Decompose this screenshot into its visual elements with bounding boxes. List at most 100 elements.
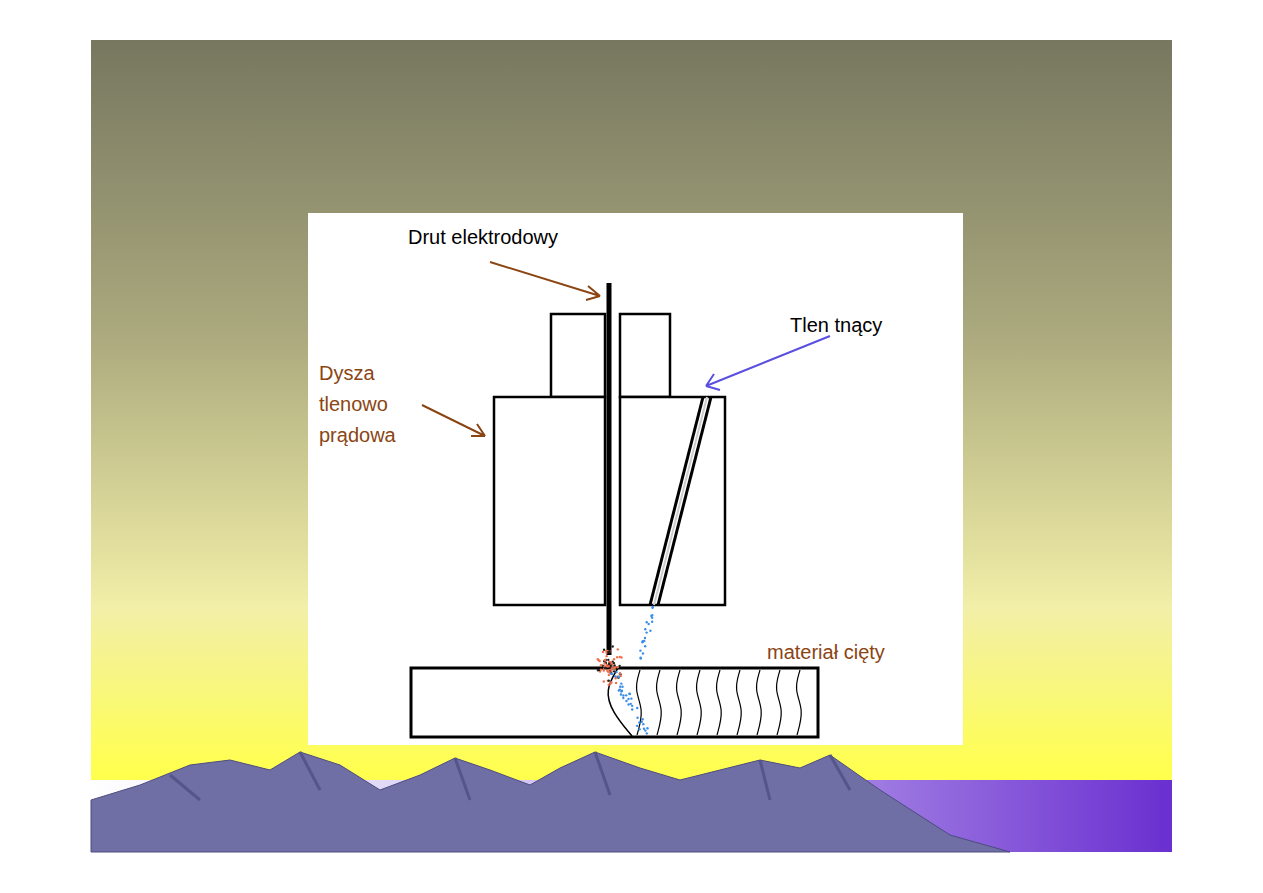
leader-arrows (422, 262, 830, 436)
part-label: materiał cięty (767, 640, 885, 664)
oxygen-spark (630, 697, 632, 699)
arc-spark (600, 668, 602, 670)
part-label: Tlen tnący (790, 313, 882, 337)
arc-spark (604, 667, 606, 669)
oxygen-spark (627, 698, 629, 700)
arc-spark (611, 667, 613, 669)
arc-spark (613, 667, 615, 669)
arc-spark (616, 656, 618, 658)
oxygen-spark (618, 689, 620, 691)
oxygen-spark (639, 657, 641, 659)
oxygen-spark (622, 694, 624, 696)
arc-spark (610, 681, 612, 683)
oxygen-channel (654, 397, 707, 605)
mountains (91, 752, 1010, 852)
electrode-wire (607, 283, 612, 655)
arc-spark (608, 680, 610, 682)
arc-spark (614, 666, 616, 668)
oxygen-spark (627, 703, 629, 705)
arc-spark (619, 656, 621, 658)
oxygen-spark (622, 697, 624, 699)
part-label: Dysza tlenowo prądowa (319, 358, 415, 451)
arc-spark (617, 677, 619, 679)
gradient-ground (91, 40, 1172, 852)
kerf-front (608, 668, 632, 736)
arc-spark (612, 645, 614, 647)
oxygen-spark (636, 707, 638, 709)
arc-spark (603, 680, 605, 682)
nozzle-body-right (620, 397, 725, 605)
oxygen-spark (625, 694, 627, 696)
oxygen-spark (630, 703, 632, 705)
arc-spark (604, 659, 606, 661)
arc-spark (604, 659, 606, 661)
oxygen-spark (640, 657, 642, 659)
oxygen-spark (644, 729, 646, 731)
oxygen-spark (638, 721, 640, 723)
oxygen-channel-wall (650, 397, 703, 605)
arc-spark (609, 650, 611, 652)
arc-spark (610, 665, 612, 667)
oxygen-spark (641, 641, 643, 643)
arc-sparks (597, 606, 654, 735)
oxygen-spark (631, 705, 633, 707)
arc-spark (619, 672, 621, 674)
arc-spark (610, 670, 612, 672)
arc-spark (619, 672, 621, 674)
kerf-line (777, 670, 782, 735)
arc-spark (605, 655, 607, 657)
oxygen-spark (619, 689, 621, 691)
kerf-line (677, 670, 682, 735)
oxygen-spark (651, 607, 653, 609)
kerf-line (697, 670, 702, 735)
oxygen-spark (651, 617, 653, 619)
arc-spark (597, 669, 599, 671)
oxygen-spark (644, 637, 646, 639)
arc-spark (618, 665, 620, 667)
leader-arrow (490, 262, 600, 300)
diagram-panel (308, 213, 963, 745)
arc-spark (613, 664, 615, 666)
oxygen-spark (641, 721, 643, 723)
part-label: Drut elektrodowy (408, 225, 558, 249)
oxygen-spark (646, 727, 648, 729)
arc-spark (602, 651, 604, 653)
arc-spark (608, 674, 610, 676)
cut-kerf (608, 668, 801, 736)
kerf-line (637, 670, 642, 735)
arc-spark (607, 651, 609, 653)
arc-spark (616, 666, 618, 668)
arc-spark (615, 682, 617, 684)
oxygen-spark (614, 675, 616, 677)
oxygen-spark (642, 652, 644, 654)
oxygen-spark (651, 621, 653, 623)
oxygen-spark (647, 623, 649, 625)
leader-arrow (422, 405, 485, 436)
arc-spark (600, 664, 602, 666)
oxygen-spark (618, 675, 620, 677)
oxygen-spark (621, 689, 623, 691)
arc-spark (606, 670, 608, 672)
oxygen-spark (618, 676, 620, 678)
oxygen-spark (615, 671, 617, 673)
oxygen-spark (649, 629, 651, 631)
oxygen-channel-wall (658, 397, 711, 605)
oxygen-spark (625, 700, 627, 702)
nozzle-top-left (551, 314, 605, 397)
arc-spark (598, 660, 600, 662)
oxygen-spark (644, 645, 646, 647)
arc-spark (617, 648, 619, 650)
workpiece (411, 668, 818, 737)
arc-spark (597, 658, 599, 660)
oxygen-spark (645, 631, 647, 633)
mountain-ridges (170, 752, 850, 800)
oxygen-spark (642, 640, 644, 642)
oxygen-spark (611, 673, 613, 675)
arc-spark (603, 649, 605, 651)
arc-spark (604, 659, 606, 661)
kerf-line (757, 670, 762, 735)
oxygen-spark (610, 673, 612, 675)
oxygen-spark (646, 732, 648, 734)
arc-spark (608, 663, 610, 665)
